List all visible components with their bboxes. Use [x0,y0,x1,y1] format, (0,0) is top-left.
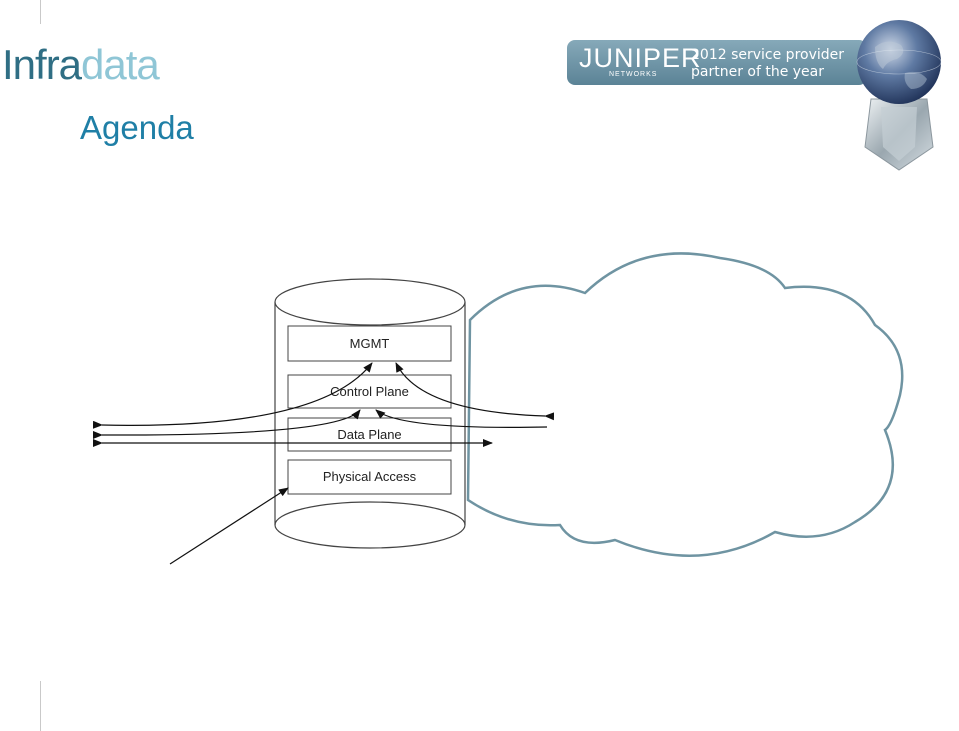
arrow-cloud-to-mgmt [395,362,555,421]
juniper-logo-text: JUNIPER [579,43,702,73]
arrow-cloud-to-control-plane [375,409,548,428]
juniper-networks-subtext: NETWORKS [609,71,658,78]
layer-box-physical-access [287,459,452,495]
top-divider-line [40,0,41,24]
award-text-line2: partner of the year [691,64,825,80]
page-title: Agenda [80,109,194,146]
layer-label-physical-access: Physical Access [323,469,417,484]
layer-label-mgmt: MGMT [350,336,390,351]
logo-text-infra: Infra [2,41,82,88]
network-cloud [466,252,904,557]
arrow-left-to-control-plane [92,409,361,439]
arrow-physical-access [169,487,289,565]
bottom-divider-line [40,681,41,731]
infradata-logo: Infradata [2,41,160,88]
globe-trophy-icon [856,20,942,171]
layer-label-control-plane: Control Plane [330,384,409,399]
layer-label-data-plane: Data Plane [337,427,401,442]
award-text-line1: 2012 service provider [691,47,845,63]
logo-text-data: data [81,41,160,88]
juniper-award-banner: JUNIPER NETWORKS 2012 service provider p… [567,40,867,85]
device-cylinder [274,278,466,549]
layer-box-mgmt [287,325,452,362]
